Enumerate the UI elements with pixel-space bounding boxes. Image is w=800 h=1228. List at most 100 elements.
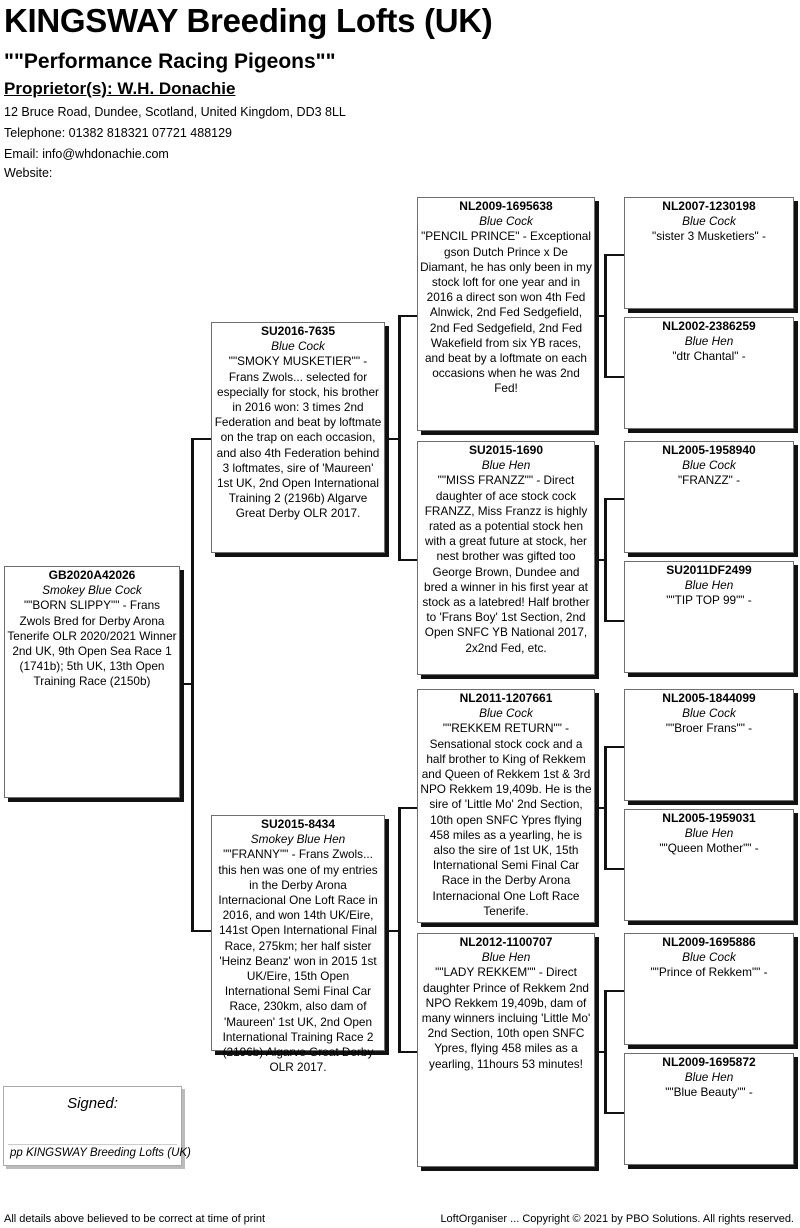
bird-color: Blue Cock xyxy=(271,339,325,354)
connector xyxy=(604,254,624,256)
bird-description: ""Broer Frans"" - xyxy=(665,721,753,736)
ring-number: NL2005-1959031 xyxy=(662,811,756,825)
telephone-line: Telephone: 01382 818321 07721 488129 xyxy=(4,126,232,140)
pedigree-card-sire: SU2016-7635 Blue Cock ""SMOKY MUSKETIER"… xyxy=(211,322,385,553)
pedigree-card-dsd: NL2005-1959031 Blue Hen ""Queen Mother""… xyxy=(624,809,794,921)
signature-line xyxy=(8,1144,177,1145)
connector xyxy=(604,746,624,748)
connector xyxy=(596,559,606,561)
pedigree-card-ddd: NL2009-1695872 Blue Hen ""Blue Beauty"" … xyxy=(624,1053,794,1165)
ring-number: SU2015-8434 xyxy=(260,817,336,831)
proprietor-line: Proprietor(s): W.H. Donachie xyxy=(4,79,236,98)
connector xyxy=(604,254,607,378)
bird-description: ""MISS FRANZZ"" - Direct daughter of ace… xyxy=(422,473,590,655)
connector xyxy=(604,376,624,378)
bird-description: "FRANZZ" - xyxy=(677,473,741,488)
bird-color: Blue Cock xyxy=(682,458,736,473)
bird-color: Blue Cock xyxy=(479,214,533,229)
pedigree-card-sire-sire: NL2009-1695638 Blue Cock "PENCIL PRINCE"… xyxy=(417,197,595,431)
pedigree-card-dam-dam: NL2012-1100707 Blue Hen ""LADY REKKEM"" … xyxy=(417,933,595,1167)
ring-number: SU2015-1690 xyxy=(468,443,544,457)
bird-color: Smokey Blue Hen xyxy=(250,832,346,847)
connector xyxy=(604,620,624,622)
page-subtitle: ""Performance Racing Pigeons"" xyxy=(4,50,336,73)
ring-number: NL2002-2386259 xyxy=(662,319,756,333)
bird-color: Blue Hen xyxy=(684,1070,734,1085)
ring-number: GB2020A42026 xyxy=(48,568,136,582)
bird-description: ""BORN SLIPPY"" - Frans Zwols Bred for D… xyxy=(7,598,177,689)
website-line: Website: xyxy=(4,166,53,180)
connector xyxy=(604,746,607,870)
connector xyxy=(191,438,211,440)
ring-number: SU2011DF2499 xyxy=(666,563,752,577)
connector xyxy=(604,868,624,870)
connector xyxy=(398,1051,417,1053)
connector xyxy=(604,498,607,622)
ring-number: NL2009-1695872 xyxy=(662,1055,756,1069)
connector xyxy=(386,930,400,932)
connector xyxy=(191,438,194,932)
pedigree-card-sds: NL2005-1958940 Blue Cock "FRANZZ" - xyxy=(624,441,794,553)
connector xyxy=(604,990,624,992)
signed-by: pp KINGSWAY Breeding Lofts (UK) xyxy=(10,1147,191,1159)
ring-number: NL2005-1958940 xyxy=(662,443,756,457)
footer-disclaimer: All details above believed to be correct… xyxy=(4,1213,266,1225)
connector xyxy=(398,807,401,1053)
pedigree-card-dds: NL2009-1695886 Blue Cock ""Prince of Rek… xyxy=(624,933,794,1045)
ring-number: NL2009-1695638 xyxy=(459,199,553,213)
bird-description: ""Blue Beauty"" - xyxy=(665,1085,753,1100)
connector xyxy=(191,930,211,932)
email-line: Email: info@whdonachie.com xyxy=(4,147,169,161)
ring-number: NL2009-1695886 xyxy=(662,935,756,949)
bird-color: Blue Cock xyxy=(682,706,736,721)
page-title: KINGSWAY Breeding Lofts (UK) xyxy=(4,2,493,39)
pedigree-card-dam: SU2015-8434 Smokey Blue Hen ""FRANNY"" -… xyxy=(211,815,385,1074)
footer-copyright: LoftOrganiser ... Copyright © 2021 by PB… xyxy=(440,1213,794,1225)
bird-color: Blue Hen xyxy=(684,578,734,593)
bird-description: ""SMOKY MUSKETIER"" - Frans Zwols... sel… xyxy=(214,354,382,521)
bird-color: Blue Hen xyxy=(684,826,734,841)
bird-description: ""LADY REKKEM"" - Direct daughter Prince… xyxy=(421,965,591,1071)
ring-number: NL2012-1100707 xyxy=(459,935,553,949)
bird-description: "dtr Chantal" - xyxy=(672,349,746,364)
bird-color: Blue Hen xyxy=(684,334,734,349)
bird-description: ""Queen Mother"" - xyxy=(659,841,759,856)
bird-description: ""FRANNY"" - Frans Zwols... this hen was… xyxy=(218,847,378,1075)
pedigree-card-sdd: SU2011DF2499 Blue Hen ""TIP TOP 99"" - xyxy=(624,561,794,673)
bird-description: ""REKKEM RETURN"" - Sensational stock co… xyxy=(420,721,592,918)
bird-color: Blue Hen xyxy=(481,950,531,965)
pedigree-card-subject: GB2020A42026 Smokey Blue Cock ""BORN SLI… xyxy=(4,566,180,798)
bird-description: "PENCIL PRINCE" - Exceptional gson Dutch… xyxy=(420,229,592,396)
connector xyxy=(181,683,193,685)
connector xyxy=(386,438,400,440)
ring-number: SU2016-7635 xyxy=(260,324,336,338)
signed-label: Signed: xyxy=(67,1095,118,1112)
bird-description: "sister 3 Musketiers" - xyxy=(652,229,766,244)
pedigree-card-dss: NL2005-1844099 Blue Cock ""Broer Frans""… xyxy=(624,689,794,801)
ring-number: NL2011-1207661 xyxy=(459,691,553,705)
connector xyxy=(596,807,606,809)
connector xyxy=(604,498,624,500)
bird-description: ""Prince of Rekkem"" - xyxy=(650,965,768,980)
connector xyxy=(398,807,417,809)
signature-box: Signed: pp KINGSWAY Breeding Lofts (UK) xyxy=(3,1086,191,1166)
connector xyxy=(398,315,401,561)
bird-color: Blue Cock xyxy=(479,706,533,721)
pedigree-card-dam-sire: NL2011-1207661 Blue Cock ""REKKEM RETURN… xyxy=(417,689,595,923)
bird-color: Smokey Blue Cock xyxy=(42,583,142,598)
bird-color: Blue Hen xyxy=(481,458,531,473)
bird-color: Blue Cock xyxy=(682,950,736,965)
connector xyxy=(604,990,607,1114)
bird-description: ""TIP TOP 99"" - xyxy=(666,593,752,608)
connector xyxy=(596,315,606,317)
connector xyxy=(398,315,417,317)
connector xyxy=(596,1051,606,1053)
ring-number: NL2007-1230198 xyxy=(662,199,756,213)
ring-number: NL2005-1844099 xyxy=(662,691,756,705)
pedigree-card-sire-dam: SU2015-1690 Blue Hen ""MISS FRANZZ"" - D… xyxy=(417,441,595,675)
connector xyxy=(398,559,417,561)
bird-color: Blue Cock xyxy=(682,214,736,229)
pedigree-card-sss: NL2007-1230198 Blue Cock "sister 3 Muske… xyxy=(624,197,794,309)
connector xyxy=(604,1112,624,1114)
pedigree-card-ssd: NL2002-2386259 Blue Hen "dtr Chantal" - xyxy=(624,317,794,429)
